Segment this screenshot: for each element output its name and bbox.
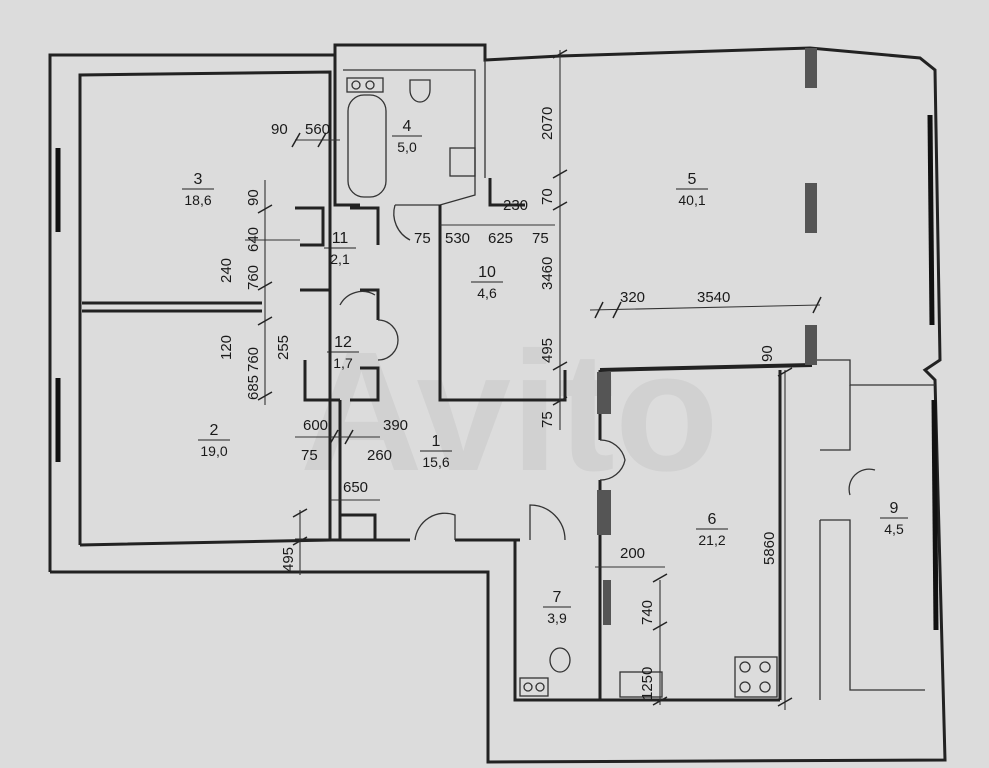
dim-75a: 75 — [414, 230, 431, 247]
dim-90-top: 90 — [271, 121, 288, 138]
room-6: 6 21,2 — [696, 511, 728, 548]
room-number: 6 — [708, 511, 717, 528]
inner-walls — [82, 45, 935, 702]
dim-230: 230 — [503, 197, 528, 214]
room-area: 21,2 — [698, 532, 725, 548]
room-area: 15,6 — [422, 454, 449, 470]
dim-255: 255 — [275, 335, 292, 360]
room-7: 7 3,9 — [543, 589, 571, 626]
room-number: 3 — [194, 171, 203, 188]
dim-650: 650 — [343, 479, 368, 496]
dim-75c: 75 — [539, 411, 556, 428]
room-area: 4,5 — [884, 521, 904, 537]
dim-70: 70 — [539, 188, 556, 205]
room-1: 1 15,6 — [420, 433, 452, 470]
dim-320: 320 — [620, 289, 645, 306]
room-area: 40,1 — [678, 192, 705, 208]
columns — [597, 48, 817, 625]
room-number: 11 — [332, 230, 349, 247]
dim-2070: 2070 — [539, 107, 556, 140]
dim-75b: 75 — [532, 230, 549, 247]
windows — [55, 114, 939, 631]
dim-120: 120 — [218, 335, 235, 360]
dim-530: 530 — [445, 230, 470, 247]
room-area: 18,6 — [184, 192, 211, 208]
dim-90-side: 90 — [245, 189, 262, 206]
dim-390: 390 — [383, 417, 408, 434]
dim-640: 640 — [245, 227, 262, 252]
dim-260: 260 — [367, 447, 392, 464]
dim-495a: 495 — [539, 338, 556, 363]
dim-3460: 3460 — [539, 257, 556, 290]
dim-5860: 5860 — [761, 532, 778, 565]
room-9: 9 4,5 — [880, 500, 908, 537]
dim-200: 200 — [620, 545, 645, 562]
room-area: 1,7 — [333, 355, 353, 371]
dim-240: 240 — [218, 258, 235, 283]
dimension-labels: 90 560 90 640 240 760 120 760 255 685 75… — [218, 107, 778, 700]
room-area: 4,6 — [477, 285, 497, 301]
room-11: 11 2,1 — [324, 230, 356, 267]
room-number: 12 — [334, 334, 352, 351]
room-area: 2,1 — [330, 251, 350, 267]
room-4: 4 5,0 — [392, 118, 422, 155]
room-number: 10 — [478, 264, 496, 281]
fixtures — [346, 77, 778, 698]
room-area: 5,0 — [397, 139, 417, 155]
room-area: 19,0 — [200, 443, 227, 459]
room-2: 2 19,0 — [198, 422, 230, 459]
room-labels: 1 15,6 2 19,0 3 18,6 4 5,0 5 40,1 6 21,2 — [182, 118, 908, 626]
dim-3540: 3540 — [697, 289, 730, 306]
room-number: 7 — [553, 589, 562, 606]
dim-685: 685 — [245, 375, 262, 400]
room-5: 5 40,1 — [676, 171, 708, 208]
dim-90c: 90 — [759, 345, 776, 362]
doors — [339, 204, 876, 541]
dim-760a: 760 — [245, 265, 262, 290]
room-number: 2 — [210, 422, 219, 439]
dim-625: 625 — [488, 230, 513, 247]
room-number: 9 — [890, 500, 899, 517]
dimension-lines — [245, 49, 822, 710]
watermark: Avito — [300, 317, 719, 507]
room-10: 10 4,6 — [471, 264, 503, 301]
dim-760b: 760 — [245, 347, 262, 372]
room-12: 12 1,7 — [327, 334, 359, 371]
room-3: 3 18,6 — [182, 171, 214, 208]
room-area: 3,9 — [547, 610, 567, 626]
room-number: 4 — [403, 118, 412, 135]
dim-495b: 495 — [280, 547, 297, 572]
room-number: 5 — [688, 171, 697, 188]
dim-1250: 1250 — [639, 667, 656, 700]
dim-600: 600 — [303, 417, 328, 434]
room-number: 1 — [432, 433, 441, 450]
dim-560: 560 — [305, 121, 330, 138]
dim-740: 740 — [639, 600, 656, 625]
dim-75d: 75 — [301, 447, 318, 464]
